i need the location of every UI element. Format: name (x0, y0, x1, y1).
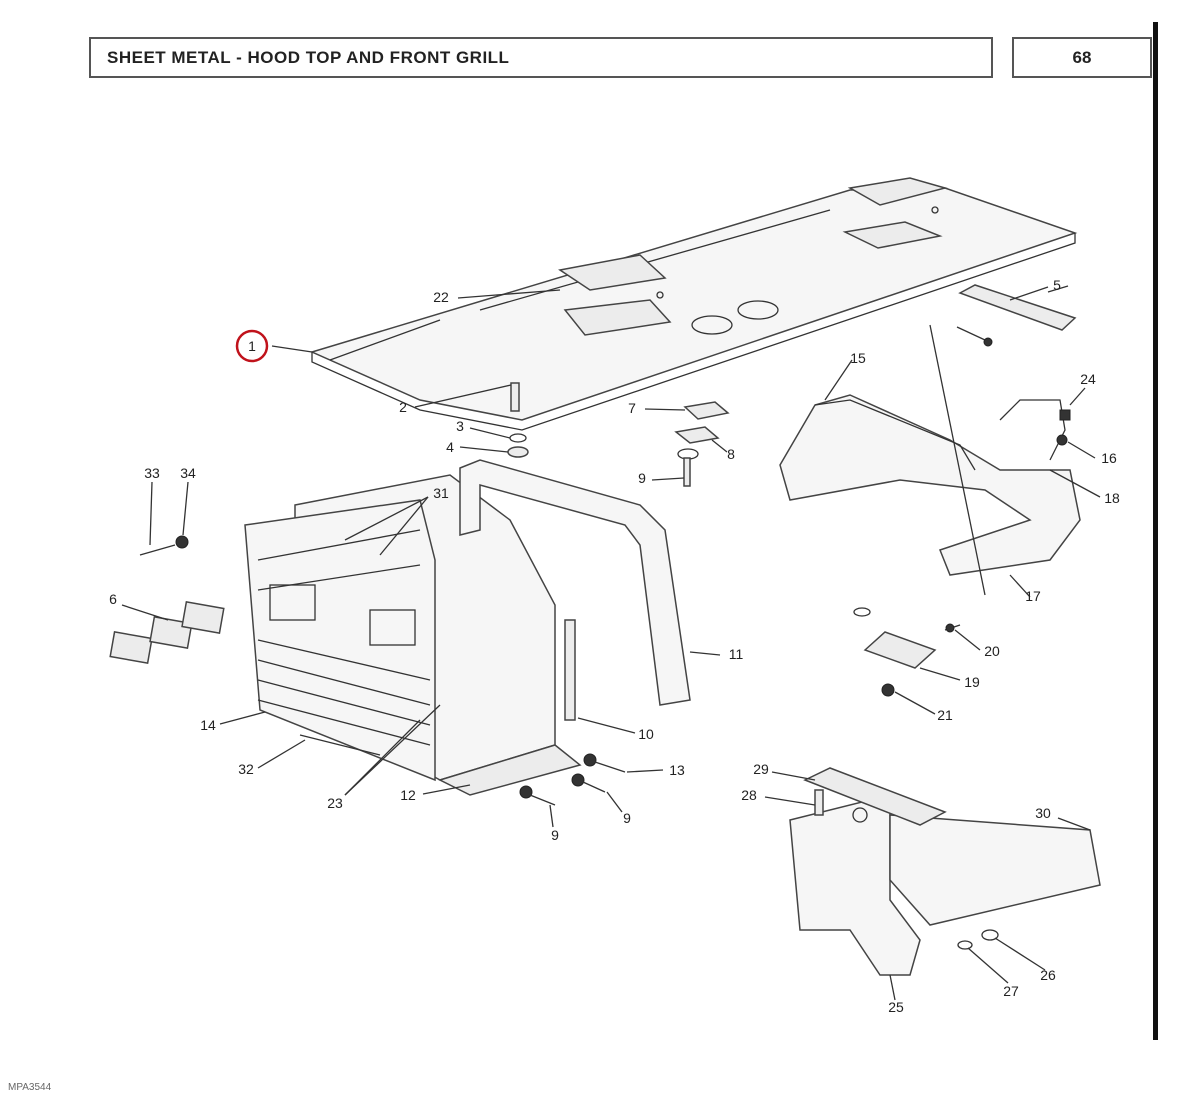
callout-9-right: 9 (623, 810, 631, 826)
callout-26: 26 (1040, 967, 1056, 983)
callout-15: 15 (850, 350, 866, 366)
right-margin-rule (1153, 22, 1158, 1040)
page-number: 68 (1012, 37, 1152, 78)
radiator-support-frame (789, 767, 1101, 976)
grill-rail (519, 619, 626, 806)
callout-23: 23 (327, 795, 343, 811)
callout-20: 20 (984, 643, 1000, 659)
hood-bolt (956, 326, 993, 347)
callout-17: 17 (1025, 588, 1041, 604)
callout-4: 4 (446, 439, 454, 455)
leader-lines (121, 286, 1101, 1001)
hood-clip (674, 401, 730, 487)
footer-code: MPA3544 (8, 1082, 52, 1093)
callout-31: 31 (433, 485, 449, 501)
hood-strip (958, 284, 1077, 331)
callout-16: 16 (1101, 450, 1117, 466)
callout-14: 14 (200, 717, 216, 733)
callout-19: 19 (964, 674, 980, 690)
callout-10: 10 (638, 726, 654, 742)
callout-27: 27 (1003, 983, 1019, 999)
hood-top-panel (309, 177, 1078, 431)
callout-33: 33 (144, 465, 160, 481)
callout-12: 12 (400, 787, 416, 803)
callout-24: 24 (1080, 371, 1096, 387)
page-title: SHEET METAL - HOOD TOP AND FRONT GRILL (89, 37, 993, 78)
callout-32: 32 (238, 761, 254, 777)
callout-34: 34 (180, 465, 196, 481)
callout-22: 22 (433, 289, 449, 305)
callout-7: 7 (628, 400, 636, 416)
callout-11: 11 (729, 646, 744, 662)
callout-9-upper: 9 (638, 470, 646, 486)
callout-5: 5 (1053, 277, 1061, 293)
front-grill-housing (244, 474, 582, 796)
callout-1: 1 (248, 338, 256, 354)
callout-13: 13 (669, 762, 685, 778)
callout-28: 28 (741, 787, 757, 803)
callout-2: 2 (399, 399, 407, 415)
callout-9-bottom: 9 (551, 827, 559, 843)
callout-29: 29 (753, 761, 769, 777)
callout-labels: 1 2 3 4 5 6 7 8 9 9 9 10 11 12 13 14 15 … (109, 277, 1120, 1015)
highlight-circle (235, 329, 269, 363)
callout-30: 30 (1035, 805, 1051, 821)
lower-bracket-hardware (853, 607, 961, 697)
callout-25: 25 (888, 999, 904, 1015)
callout-8: 8 (727, 446, 735, 462)
callout-3: 3 (456, 418, 464, 434)
callout-6: 6 (109, 591, 117, 607)
grill-emblem-hardware (109, 535, 225, 664)
side-brackets (779, 324, 1081, 596)
grill-seal (459, 459, 691, 706)
callout-18: 18 (1104, 490, 1120, 506)
callout-21: 21 (937, 707, 953, 723)
